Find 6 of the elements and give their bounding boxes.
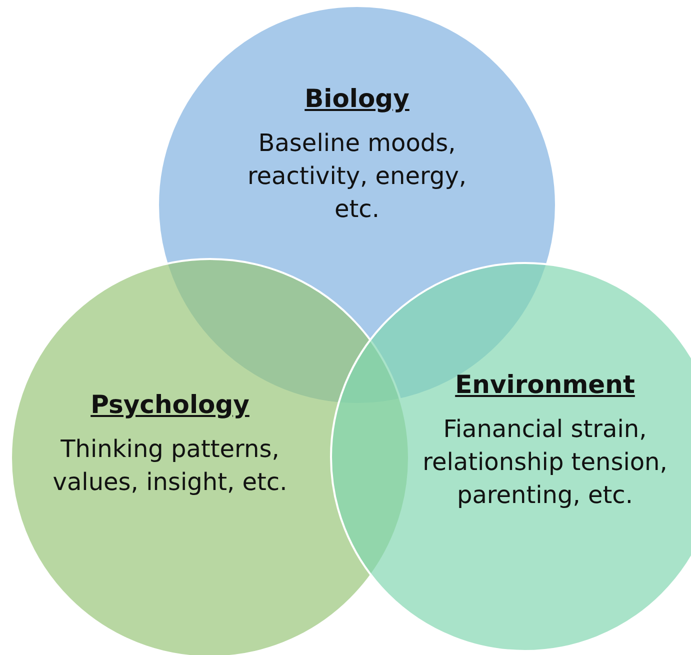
circle-text: Thinking patterns, values, insight, etc. xyxy=(52,434,288,498)
circle-text: Baseline moods, reactivity, energy, etc. xyxy=(246,128,468,225)
circle-heading: Environment xyxy=(455,370,635,399)
circle-heading: Psychology xyxy=(90,390,250,419)
circle-heading: Biology xyxy=(304,84,410,113)
circle-text: Fianancial strain, relationship tension, parenting, etc. xyxy=(422,414,668,511)
